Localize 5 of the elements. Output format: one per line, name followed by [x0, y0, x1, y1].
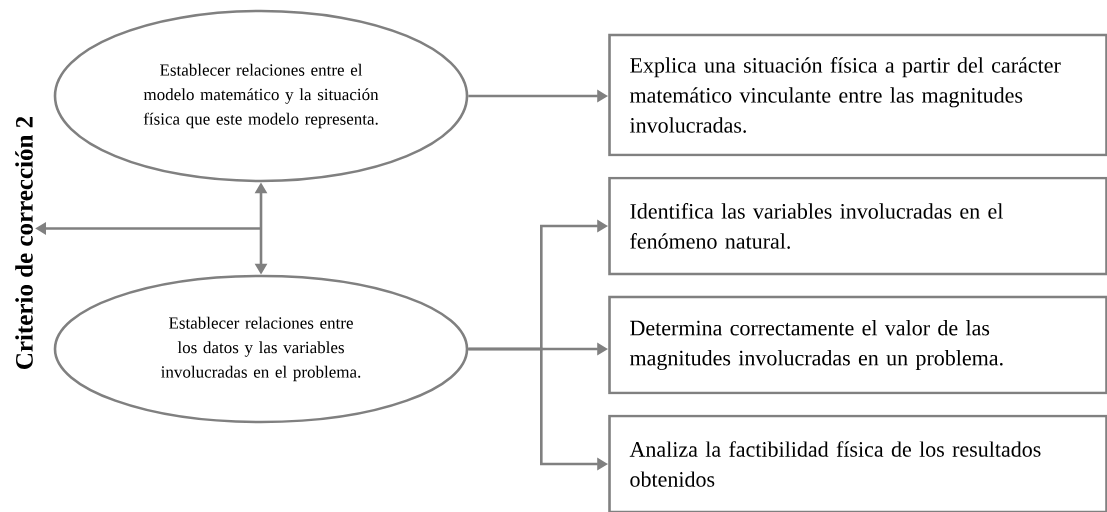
rotated-title: Criterio de corrección 2 [15, 116, 33, 369]
criterion-box: Explica una situación física a partir del carácter matemático vinculante entre las magnitudes involucradas. [608, 33, 1107, 157]
criterion-box: Identifica las variables involucradas en el fenómeno natural. [608, 176, 1107, 276]
criterion-box: Determina correctamente el valor de las magnitudes involucradas en un problema. [608, 295, 1107, 395]
criterion-box: Analiza la factibilidad física de los resultados obtenidos [608, 414, 1107, 512]
